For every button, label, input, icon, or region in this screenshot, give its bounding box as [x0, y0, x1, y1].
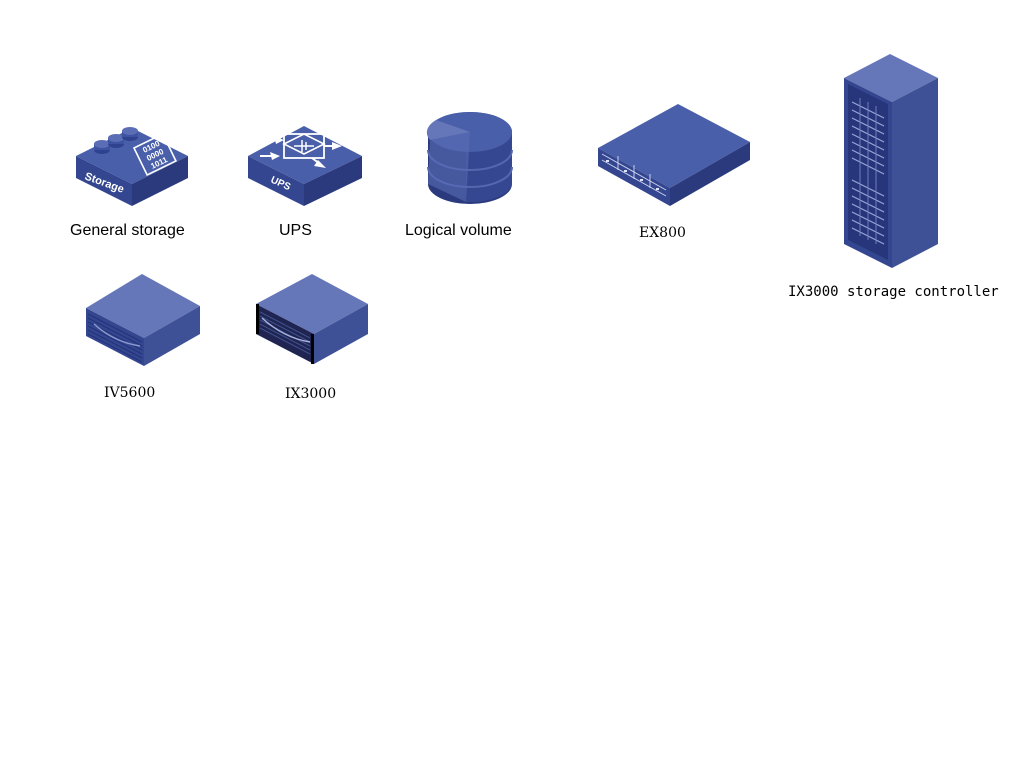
iv5600-icon: [84, 272, 202, 368]
general-storage-label: General storage: [70, 222, 185, 239]
general-storage-icon: 0100 0000 1011 Storage: [74, 124, 190, 208]
ex800-label: EX800: [639, 225, 686, 241]
ups-icon: UPS: [246, 122, 364, 208]
ups-label: UPS: [279, 222, 312, 239]
ix3000-storage-controller-label: IX3000 storage controller: [788, 284, 999, 300]
ix3000-icon: [254, 272, 370, 366]
logical-volume-icon: [426, 110, 514, 208]
ix3000-storage-controller-icon: [842, 52, 940, 270]
iv5600-label: IV5600: [104, 385, 156, 401]
ex800-icon: [596, 102, 752, 210]
logical-volume-label: Logical volume: [405, 222, 512, 239]
ix3000-label: IX3000: [285, 386, 337, 402]
